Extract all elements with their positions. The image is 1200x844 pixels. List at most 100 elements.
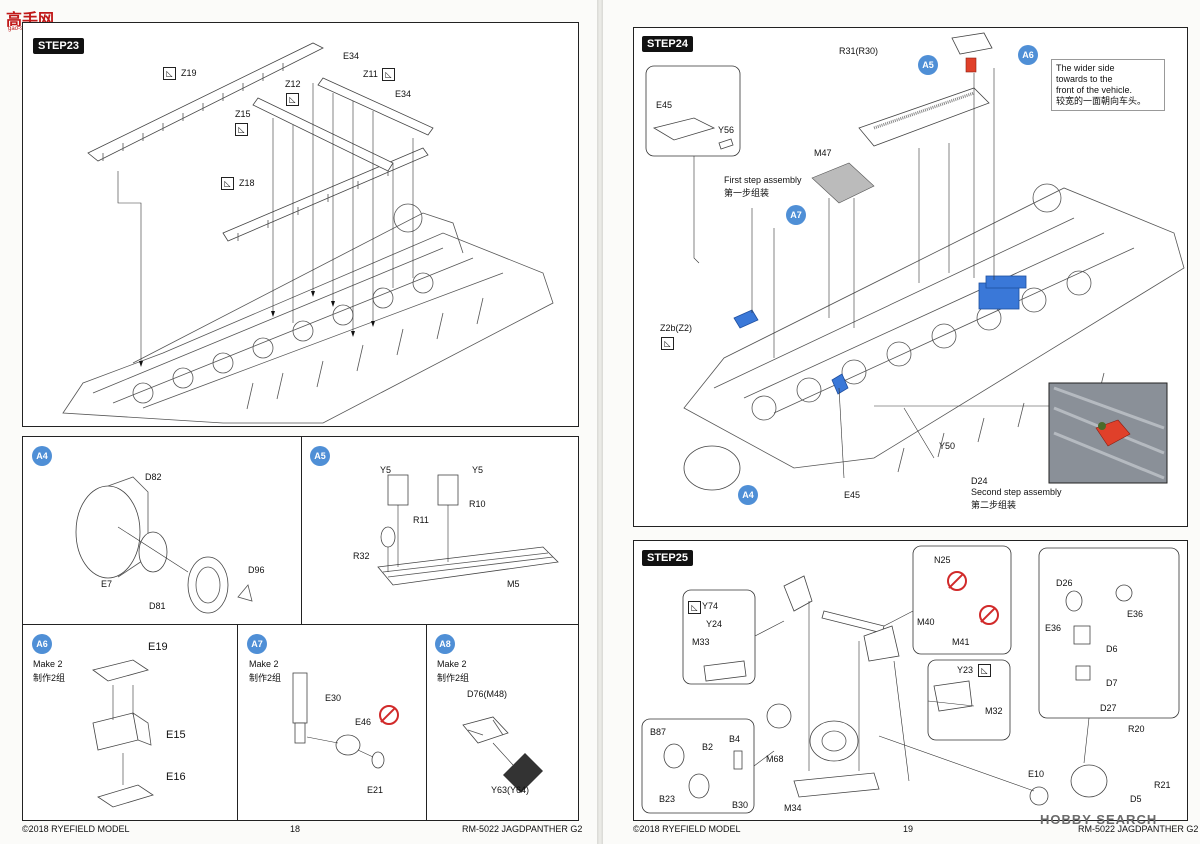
divider — [426, 625, 427, 820]
note-line-cn: 较宽的一面朝向车头。 — [1056, 96, 1147, 106]
label-m47: M47 — [814, 148, 832, 158]
label-e34-right: E34 — [395, 89, 412, 99]
step23-drawing — [62, 42, 554, 424]
label-d5: D5 — [1130, 794, 1142, 804]
label-d82: D82 — [145, 472, 162, 482]
label-r21: R21 — [1154, 780, 1171, 790]
a8-make: Make 2 — [437, 659, 467, 669]
label-m68: M68 — [766, 754, 784, 764]
footer-page-number-right: 19 — [903, 824, 914, 834]
second-step-label-cn: 第二步组装 — [971, 500, 1017, 510]
step24-drawing — [645, 32, 1185, 491]
bench-cut-icon: ◺ — [163, 67, 176, 80]
step25-tag: STEP25 — [642, 550, 693, 566]
label-e36-left: E36 — [1045, 623, 1062, 633]
note-line-3: front of the vehicle. — [1056, 85, 1133, 95]
no-glue-icon — [379, 705, 399, 725]
no-glue-icon — [979, 605, 999, 625]
label-z15: Z15 — [235, 109, 251, 119]
step23-panel: STEP23 E34 — [22, 22, 579, 427]
label-e36-right: E36 — [1127, 609, 1144, 619]
label-z2b: Z2b(Z2) — [660, 323, 693, 333]
no-glue-icon — [947, 571, 967, 591]
watermark-hobby-search: HOBBY SEARCH — [1040, 812, 1158, 827]
label-y24: Y24 — [706, 619, 723, 629]
tag-a6-step24: A6 — [1018, 45, 1038, 65]
step24-panel: STEP24 — [633, 27, 1188, 527]
subassembly-a6-a8-panel: A6 Make 2 制作2组 A7 Make 2 制作2组 A8 Make 2 … — [22, 624, 579, 821]
tag-a5: A5 — [310, 446, 330, 466]
divider — [301, 437, 302, 625]
label-m33: M33 — [692, 637, 710, 647]
label-y23: Y23 — [957, 665, 974, 675]
label-e16: E16 — [166, 771, 186, 783]
note-line-2: towards to the — [1056, 74, 1113, 84]
label-m32: M32 — [985, 706, 1003, 716]
label-b2: B2 — [702, 742, 714, 752]
label-r31: R31(R30) — [839, 46, 879, 56]
bench-cut-icon: ◺ — [978, 664, 991, 677]
footer-copyright-left: ©2018 RYEFIELD MODEL — [22, 824, 130, 834]
label-z19: Z19 — [181, 68, 197, 78]
a6-a8-drawing — [92, 659, 543, 808]
label-y50: Y50 — [939, 441, 956, 451]
label-e46: E46 — [355, 717, 372, 727]
tag-a7: A7 — [247, 634, 267, 654]
label-e15: E15 — [166, 729, 186, 741]
tag-a8: A8 — [435, 634, 455, 654]
label-r11: R11 — [413, 515, 429, 525]
bench-cut-icon: ◺ — [661, 337, 674, 350]
label-e45: E45 — [844, 490, 861, 500]
label-m40: M40 — [917, 617, 935, 627]
label-y5-left: Y5 — [380, 465, 392, 475]
label-d76: D76(M48) — [467, 689, 508, 699]
label-b30: B30 — [732, 800, 749, 810]
footer-product-left: RM-5022 JAGDPANTHER G2 — [462, 824, 583, 834]
tag-a6: A6 — [32, 634, 52, 654]
label-y5-right: Y5 — [472, 465, 484, 475]
label-m34: M34 — [784, 803, 802, 813]
tag-a5-step24: A5 — [918, 55, 938, 75]
step24-tag: STEP24 — [642, 36, 693, 52]
label-n25: N25 — [934, 555, 951, 565]
a6-make-cn: 制作2组 — [33, 673, 66, 683]
book-gutter — [597, 0, 603, 844]
label-b23: B23 — [659, 794, 676, 804]
label-y56: Y56 — [718, 125, 735, 135]
bench-cut-icon: ◺ — [286, 93, 299, 106]
a7-make: Make 2 — [249, 659, 279, 669]
divider — [237, 625, 238, 820]
a4-a5-drawing — [75, 474, 559, 614]
label-z18: Z18 — [239, 178, 255, 188]
label-z12: Z12 — [285, 79, 301, 89]
label-y74: Y74 — [702, 601, 719, 611]
first-step-label-cn: 第一步组装 — [724, 188, 770, 198]
a7-make-cn: 制作2组 — [249, 673, 282, 683]
a8-make-cn: 制作2组 — [437, 673, 470, 683]
label-e45-inset: E45 — [656, 100, 673, 110]
bench-cut-icon: ◺ — [688, 601, 701, 614]
label-d7: D7 — [1106, 678, 1118, 688]
step25-drawing — [641, 545, 1180, 814]
label-y63: Y63(Y64) — [491, 785, 530, 795]
step23-tag: STEP23 — [33, 38, 84, 54]
orientation-note: The wider side towards to the front of t… — [1051, 59, 1165, 111]
label-r32: R32 — [353, 551, 370, 561]
bench-cut-icon: ◺ — [382, 68, 395, 81]
label-m41: M41 — [952, 637, 970, 647]
label-m5: M5 — [507, 579, 520, 589]
label-e10: E10 — [1028, 769, 1045, 779]
label-e7: E7 — [101, 579, 113, 589]
label-d24: D24 — [971, 476, 988, 486]
label-b4: B4 — [729, 734, 741, 744]
label-d6: D6 — [1106, 644, 1118, 654]
bench-cut-icon: ◺ — [235, 123, 248, 136]
tag-a7-step24: A7 — [786, 205, 806, 225]
label-r20: R20 — [1128, 724, 1145, 734]
label-d96: D96 — [248, 565, 265, 575]
tag-a4-step24: A4 — [738, 485, 758, 505]
label-r10: R10 — [469, 499, 486, 509]
label-e34-top: E34 — [343, 51, 360, 61]
first-step-label: First step assembly — [724, 175, 802, 185]
footer-product-right: RM-5022 JAGDPANTHER G2 — [1078, 824, 1199, 834]
